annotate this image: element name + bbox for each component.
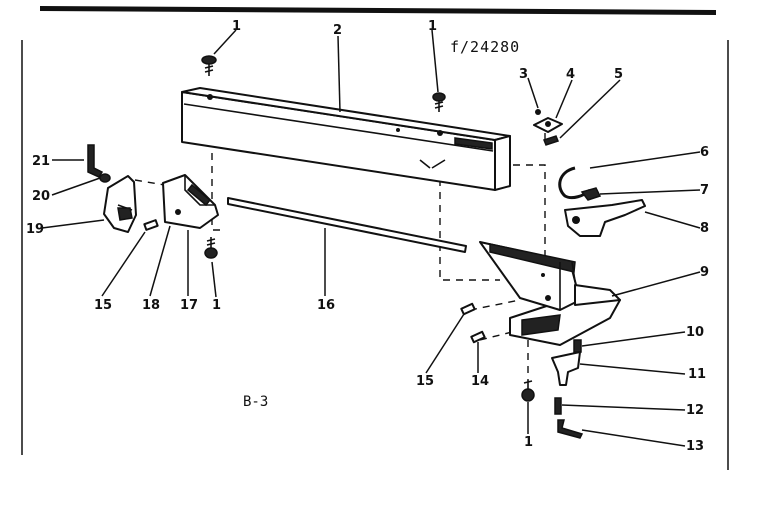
cam-7 bbox=[580, 187, 602, 201]
callout-18: 18 bbox=[142, 298, 160, 313]
screw-bottom-left bbox=[204, 237, 218, 259]
pin-right bbox=[460, 302, 476, 316]
callout-5: 5 bbox=[614, 67, 623, 82]
callout-2: 2 bbox=[333, 23, 342, 38]
callout-6: 6 bbox=[700, 145, 709, 160]
callout-13: 13 bbox=[686, 439, 704, 454]
callout-1-bottom-left: 1 bbox=[212, 298, 221, 313]
callout-1-top-center: 1 bbox=[428, 19, 437, 34]
screw-top-center bbox=[432, 92, 446, 112]
screw-top-left bbox=[201, 55, 217, 76]
spring-5 bbox=[543, 135, 559, 146]
callout-labels: 1 2 1 3 4 5 6 7 8 9 10 11 12 13 14 15 1 … bbox=[26, 19, 709, 454]
pin-14 bbox=[470, 330, 486, 344]
callout-1-top-left: 1 bbox=[232, 19, 241, 34]
figure-label: B-3 bbox=[243, 394, 268, 410]
callout-14: 14 bbox=[471, 374, 489, 389]
washer-20 bbox=[99, 173, 111, 183]
rear-end-bracket bbox=[162, 174, 219, 229]
callout-12: 12 bbox=[686, 403, 704, 418]
callout-15-right: 15 bbox=[416, 374, 434, 389]
callout-17: 17 bbox=[180, 298, 198, 313]
pin-left bbox=[143, 219, 159, 231]
screw-12 bbox=[554, 397, 562, 415]
callout-19: 19 bbox=[26, 222, 44, 237]
callout-16: 16 bbox=[317, 298, 335, 313]
callout-7: 7 bbox=[700, 183, 709, 198]
fence-rail bbox=[181, 87, 511, 191]
lock-rod bbox=[227, 197, 467, 253]
callout-4: 4 bbox=[566, 67, 575, 82]
part-number: f/24280 bbox=[450, 38, 520, 56]
callout-1-bottom-right: 1 bbox=[524, 435, 533, 450]
screw-3 bbox=[535, 109, 541, 115]
callout-leaders bbox=[41, 29, 701, 447]
pin-10 bbox=[573, 339, 582, 353]
hex-wrench-13 bbox=[557, 419, 584, 439]
clamp-11 bbox=[551, 351, 581, 386]
callout-20: 20 bbox=[32, 189, 50, 204]
callout-9: 9 bbox=[700, 265, 709, 280]
lock-lever-8 bbox=[564, 199, 646, 237]
callout-8: 8 bbox=[700, 221, 709, 236]
callout-10: 10 bbox=[686, 325, 704, 340]
screw-bottom-right bbox=[521, 380, 535, 402]
callout-11: 11 bbox=[688, 367, 706, 382]
callout-21: 21 bbox=[32, 154, 50, 169]
rear-clamp bbox=[103, 175, 137, 233]
callout-3: 3 bbox=[519, 67, 528, 82]
hex-wrench-21 bbox=[87, 144, 104, 178]
callout-15-left: 15 bbox=[94, 298, 112, 313]
front-fence-base bbox=[479, 241, 621, 346]
top-border-bar bbox=[40, 6, 716, 15]
